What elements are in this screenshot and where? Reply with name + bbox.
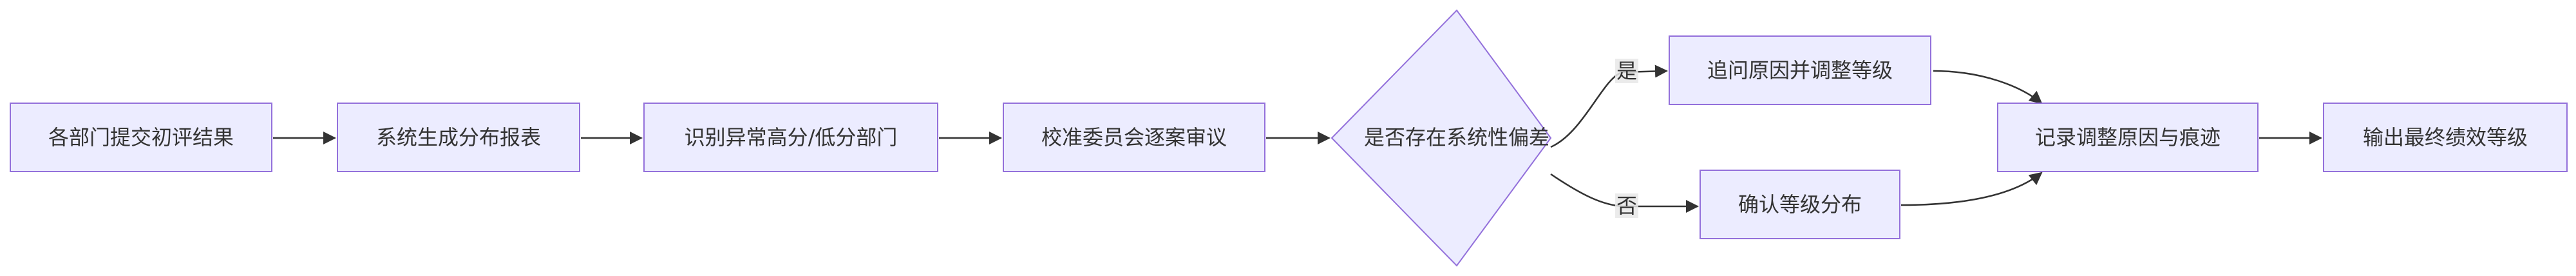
node-generate-report-label: 系统生成分布报表 (376, 125, 541, 150)
node-record-adjustment-label: 记录调整原因与痕迹 (2035, 125, 2221, 150)
node-output-final-label: 输出最终绩效等级 (2363, 125, 2528, 150)
edge-label-no-text: 否 (1616, 193, 1637, 218)
node-submit-initial: 各部门提交初评结果 (10, 103, 272, 172)
node-adjust-level: 追问原因并调整等级 (1669, 35, 1931, 105)
node-submit-initial-label: 各部门提交初评结果 (48, 125, 234, 150)
node-confirm-distribution-label: 确认等级分布 (1738, 192, 1862, 217)
decision-systemic-bias: 是否存在系统性偏差 (1331, 9, 1552, 267)
edge-label-no: 否 (1615, 193, 1638, 218)
node-output-final: 输出最终绩效等级 (2323, 103, 2568, 172)
decision-systemic-bias-label: 是否存在系统性偏差 (1364, 125, 1549, 150)
node-generate-report: 系统生成分布报表 (337, 103, 580, 172)
node-identify-outliers: 识别异常高分/低分部门 (643, 103, 938, 172)
node-confirm-distribution: 确认等级分布 (1700, 170, 1900, 239)
node-committee-review: 校准委员会逐案审议 (1003, 103, 1265, 172)
edge-label-yes: 是 (1615, 59, 1638, 83)
node-record-adjustment: 记录调整原因与痕迹 (1997, 103, 2259, 172)
edge-g-h (1900, 172, 2043, 206)
edge-label-yes-text: 是 (1616, 59, 1637, 83)
node-committee-review-label: 校准委员会逐案审议 (1041, 125, 1227, 150)
node-identify-outliers-label: 识别异常高分/低分部门 (685, 125, 898, 150)
edges (273, 64, 2322, 213)
node-adjust-level-label: 追问原因并调整等级 (1707, 58, 1893, 83)
edge-f-h (1933, 70, 2043, 104)
edge-e-f (1550, 64, 1668, 148)
